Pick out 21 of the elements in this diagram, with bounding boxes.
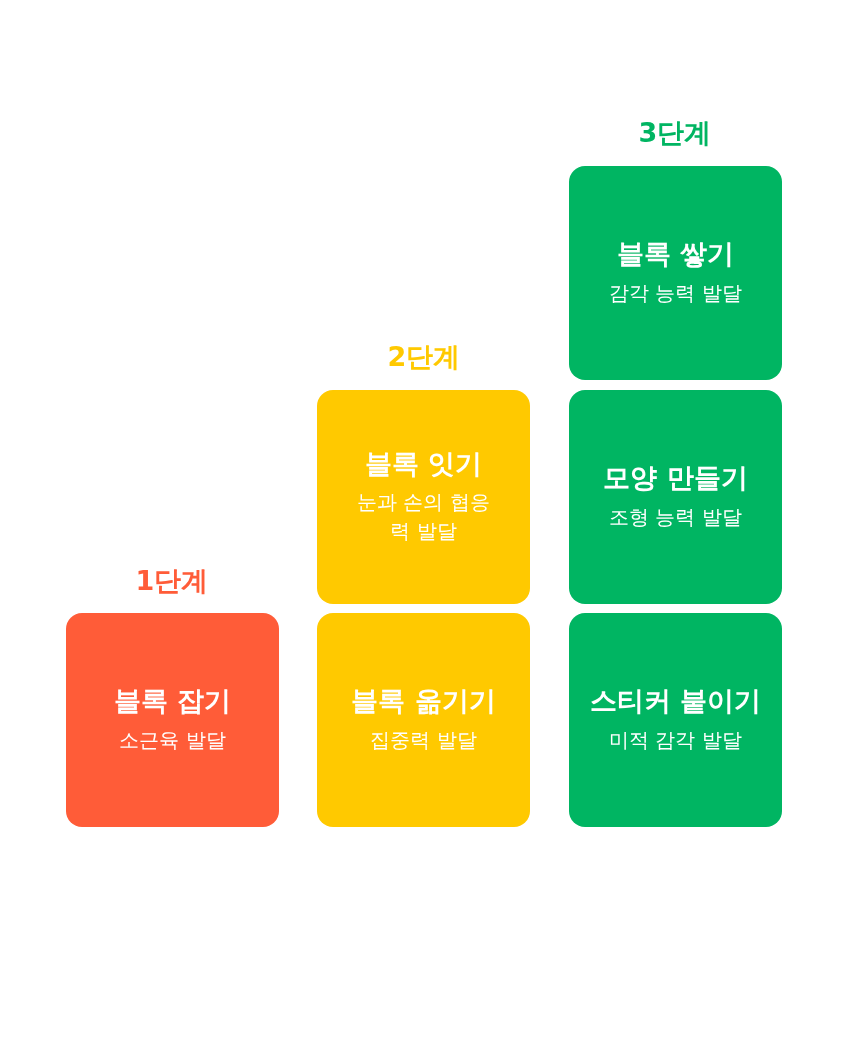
activity-title: 스티커 붙이기 — [589, 685, 762, 718]
step-card — [569, 613, 782, 827]
activity-title: 블록 옮기기 — [351, 685, 496, 718]
step-card — [569, 166, 782, 380]
activity-title: 블록 잇기 — [364, 447, 483, 481]
skill-description: 소근육 발달 — [118, 726, 227, 754]
skill-description: 미적 감각 발달 — [608, 726, 743, 754]
step-card — [317, 390, 530, 604]
step-card — [569, 390, 782, 604]
skill-description: 눈과 손의 협응력 발달 — [356, 489, 491, 546]
stage-label: 1단계 — [135, 564, 209, 598]
activity-title: 모양 만들기 — [603, 462, 748, 495]
stage-label: 2단계 — [387, 340, 461, 374]
skill-description: 감각 능력 발달 — [608, 279, 743, 307]
skill-description: 집중력 발달 — [369, 726, 478, 754]
activity-title: 블록 쌓기 — [616, 238, 735, 271]
activity-title: 블록 잡기 — [113, 685, 232, 718]
step-card — [66, 613, 279, 827]
skill-description: 조형 능력 발달 — [608, 503, 743, 531]
step-card — [317, 613, 530, 827]
stage-label: 3단계 — [638, 116, 712, 150]
